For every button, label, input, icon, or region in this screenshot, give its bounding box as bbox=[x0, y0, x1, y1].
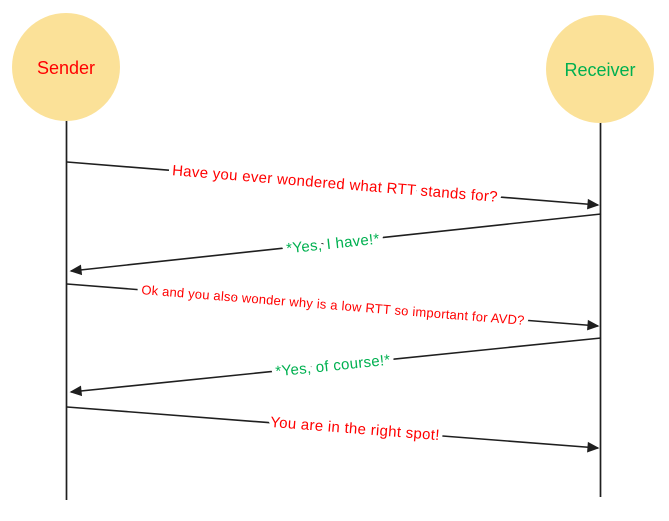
message-5: You are in the right spot! You are in th… bbox=[66, 406, 600, 453]
message-5-arrow bbox=[66, 406, 600, 453]
message-3-arrow bbox=[66, 283, 600, 331]
sender-circle bbox=[12, 13, 120, 121]
message-4-arrow bbox=[69, 337, 602, 397]
message-2: *Yes, I have!* *Yes, I have!* bbox=[69, 213, 602, 276]
message-2-arrow bbox=[69, 213, 602, 276]
message-3-label: Ok and you also wonder why is a low RTT … bbox=[141, 282, 525, 328]
message-4: *Yes, of course!* *Yes, of course!* bbox=[69, 337, 602, 397]
sender-label: Sender bbox=[37, 58, 95, 78]
message-2-label: *Yes, I have!* bbox=[286, 231, 381, 258]
message-4-label: *Yes, of course!* bbox=[275, 352, 392, 381]
message-1-label: Have you ever wondered what RTT stands f… bbox=[172, 162, 499, 206]
receiver-label: Receiver bbox=[564, 60, 635, 80]
message-3: Ok and you also wonder why is a low RTT … bbox=[66, 278, 600, 332]
message-1-arrow bbox=[66, 161, 600, 210]
message-1: Have you ever wondered what RTT stands f… bbox=[66, 158, 600, 210]
receiver-circle bbox=[546, 15, 654, 123]
message-5-label: You are in the right spot! bbox=[270, 414, 441, 444]
